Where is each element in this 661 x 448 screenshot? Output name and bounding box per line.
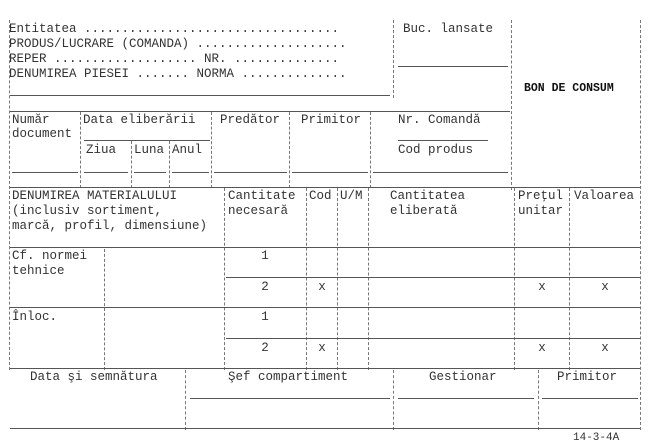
doc-col-sep-luna <box>169 141 170 188</box>
sef-compartiment-label: Şef compartiment <box>228 370 349 384</box>
pret-x-mark-1: x <box>538 280 546 294</box>
footer-bottom-line <box>10 428 640 429</box>
primitor-label: Primitor <box>301 113 362 127</box>
sef-signature-line <box>190 398 390 399</box>
cod-produs-entry-line <box>373 172 508 173</box>
data-semnatura-label: Data şi semnătura <box>30 370 158 384</box>
cantitate-necesara-label-1: Cantitate <box>228 189 296 203</box>
row-number-1b: 1 <box>261 310 269 324</box>
numar-entry-line <box>12 172 78 173</box>
form-code: 14-3-4A <box>573 432 620 444</box>
cf-normei-label-2: tehnice <box>12 264 65 278</box>
ziua-label: Ziua <box>86 143 117 157</box>
table-col-sep-6 <box>569 188 570 370</box>
cf-normei-label-1: Cf. normei <box>12 249 88 263</box>
predator-entry-line <box>214 172 287 173</box>
anul-entry-line <box>172 172 209 173</box>
valoare-x-mark-2: x <box>601 341 609 355</box>
pretul-unitar-label-1: Preţul <box>518 189 564 203</box>
left-border <box>9 20 10 370</box>
primitor-signature-line <box>542 398 638 399</box>
table-col-sep-1 <box>224 188 225 370</box>
doc-row-top-line <box>10 111 510 112</box>
title-box-left <box>511 20 512 190</box>
pret-x-mark-2: x <box>538 341 546 355</box>
predator-label: Predător <box>220 113 281 127</box>
table-header-bottom-line <box>10 247 640 248</box>
piesa-line <box>10 95 390 96</box>
valoare-x-mark-1: x <box>601 280 609 294</box>
table-top-line <box>10 187 640 188</box>
doc-col-sep-2 <box>211 112 212 188</box>
table-col-sep-2 <box>306 188 307 370</box>
ziua-entry-line <box>84 172 128 173</box>
footer-col-sep-3 <box>538 370 539 430</box>
um-label: U/M <box>340 189 363 203</box>
cantitatea-eliberata-label-1: Cantitatea <box>390 189 466 203</box>
header-divider <box>393 20 394 98</box>
valoarea-label: Valoarea <box>574 189 635 203</box>
row-line-4 <box>10 368 640 369</box>
footer-col-sep-1 <box>185 370 186 430</box>
luna-label: Luna <box>134 143 165 157</box>
row-line-1 <box>226 277 640 278</box>
numar-document-label-1: Număr <box>12 113 50 127</box>
primitor-entry-line <box>292 172 368 173</box>
row-line-2 <box>10 307 640 308</box>
table-col-sep-den-inner <box>104 249 105 370</box>
nr-comanda-label: Nr. Comandă <box>398 113 481 127</box>
cod-x-mark-1: x <box>318 280 326 294</box>
form-title: BON DE CONSUM <box>524 82 614 95</box>
pretul-unitar-label-2: unitar <box>518 204 564 218</box>
denumirea-piesei-line: DENUMIREA PIESEI ....... NORMA .........… <box>9 67 347 81</box>
inlocuire-label: Înloc. <box>12 310 58 324</box>
denumirea-materialului-label-3: marcă, profil, dimensiune) <box>12 219 208 233</box>
row-number-1a: 1 <box>261 249 269 263</box>
cod-label: Cod <box>309 189 332 203</box>
data-eliberarii-underline <box>84 140 210 141</box>
row-number-2a: 2 <box>261 280 269 294</box>
gestionar-label: Gestionar <box>429 370 497 384</box>
footer-col-sep-2 <box>393 370 394 430</box>
row-number-2b: 2 <box>261 341 269 355</box>
right-border <box>640 20 641 430</box>
cod-produs-label: Cod produs <box>398 143 474 157</box>
luna-entry-line <box>134 172 166 173</box>
cod-x-mark-2: x <box>318 341 326 355</box>
entitatea-line: Entitatea ..............................… <box>9 22 340 36</box>
table-col-sep-4 <box>368 188 369 370</box>
primitor-signature-label: Primitor <box>557 370 618 384</box>
numar-document-label-2: document <box>12 127 73 141</box>
denumirea-materialului-label-1: DENUMIREA MATERIALULUI <box>12 189 178 203</box>
gestionar-signature-line <box>398 398 534 399</box>
data-eliberarii-label: Data eliberării <box>83 113 196 127</box>
cantitate-necesara-label-2: necesară <box>228 204 289 218</box>
row-line-3 <box>226 338 640 339</box>
doc-col-sep-1 <box>80 112 81 188</box>
buc-lansate-label: Buc. lansate <box>403 22 494 36</box>
doc-col-sep-3 <box>289 112 290 188</box>
nr-comanda-underline <box>398 140 488 141</box>
cantitatea-eliberata-label-2: eliberată <box>390 204 458 218</box>
doc-col-sep-ziua <box>131 141 132 188</box>
produs-lucrare-line: PRODUS/LUCRARE (COMANDA) ...............… <box>9 37 347 51</box>
anul-label: Anul <box>172 143 203 157</box>
doc-col-sep-4 <box>370 112 371 188</box>
table-col-sep-5 <box>514 188 515 370</box>
buc-lansate-line <box>398 66 508 67</box>
reper-line: REPER ................... NR. ..........… <box>9 52 340 66</box>
denumirea-materialului-label-2: (inclusiv sortiment, <box>12 204 163 218</box>
table-col-sep-3 <box>337 188 338 370</box>
